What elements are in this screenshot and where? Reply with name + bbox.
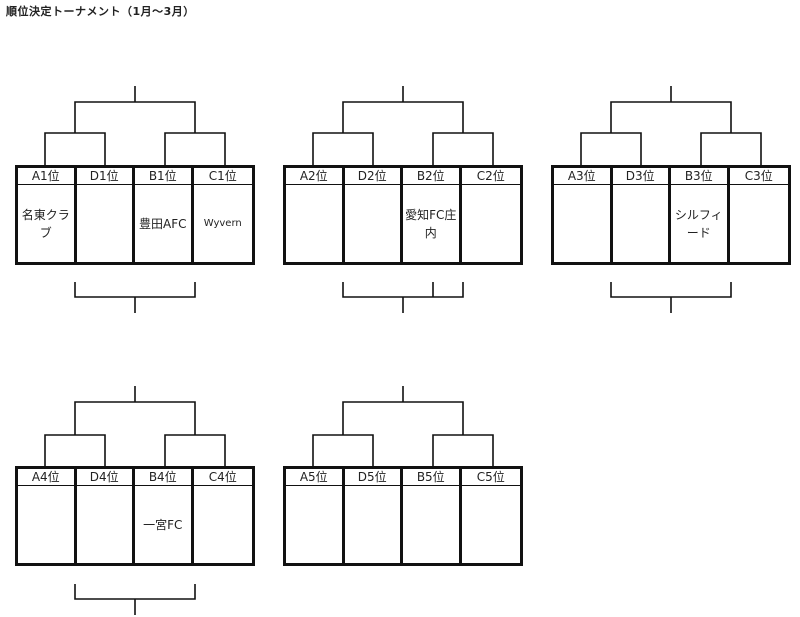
team-cell [613,185,671,262]
team-cell: Wyvern [203,217,242,229]
team-cell: シルフィード [671,185,730,262]
team-cell [18,486,77,563]
seed-label: D2位 [344,168,403,185]
seed-label: C1位 [193,168,252,185]
group-table-3: A3位 D3位 B3位 C3位 シルフィード [551,165,791,265]
seed-label: D5位 [344,469,403,486]
team-cell [345,185,403,262]
team-cell [286,185,345,262]
seed-label: C5位 [461,469,520,486]
team-cell [462,486,521,563]
seed-label: A2位 [286,168,345,185]
group-table-2: A2位 D2位 B2位 C2位 愛知FC庄内 [283,165,523,265]
team-cell [77,486,135,563]
team-cell: 豊田AFC [135,185,194,262]
group-table-1: A1位 D1位 B1位 C1位 名東クラブ 豊田AFC Wyvern [15,165,255,265]
page-title: 順位決定トーナメント（1月〜3月） [6,5,195,18]
team-cell [194,486,253,563]
team-cell [554,185,613,262]
seed-label: C4位 [193,469,252,486]
team-cell [345,486,403,563]
seed-label: A1位 [18,168,77,185]
team-cell [730,185,789,262]
seed-label: C2位 [461,168,520,185]
team-cell [286,486,345,563]
group-table-4: A4位 D4位 B4位 C4位 一宮FC [15,466,255,566]
group-table-5: A5位 D5位 B5位 C5位 [283,466,523,566]
seed-label: B1位 [135,168,194,185]
seed-label: B5位 [403,469,462,486]
seed-label: A5位 [286,469,345,486]
team-cell: 名東クラブ [18,185,77,262]
team-cell: 愛知FC庄内 [403,185,462,262]
seed-label: D1位 [76,168,135,185]
team-cell [403,486,462,563]
seed-label: B4位 [135,469,194,486]
team-cell [462,185,521,262]
seed-label: A3位 [554,168,613,185]
seed-label: B2位 [403,168,462,185]
seed-label: D3位 [612,168,671,185]
seed-label: B3位 [671,168,730,185]
team-cell [77,185,135,262]
team-cell: 一宮FC [135,486,194,563]
seed-label: A4位 [18,469,77,486]
seed-label: C3位 [729,168,788,185]
seed-label: D4位 [76,469,135,486]
